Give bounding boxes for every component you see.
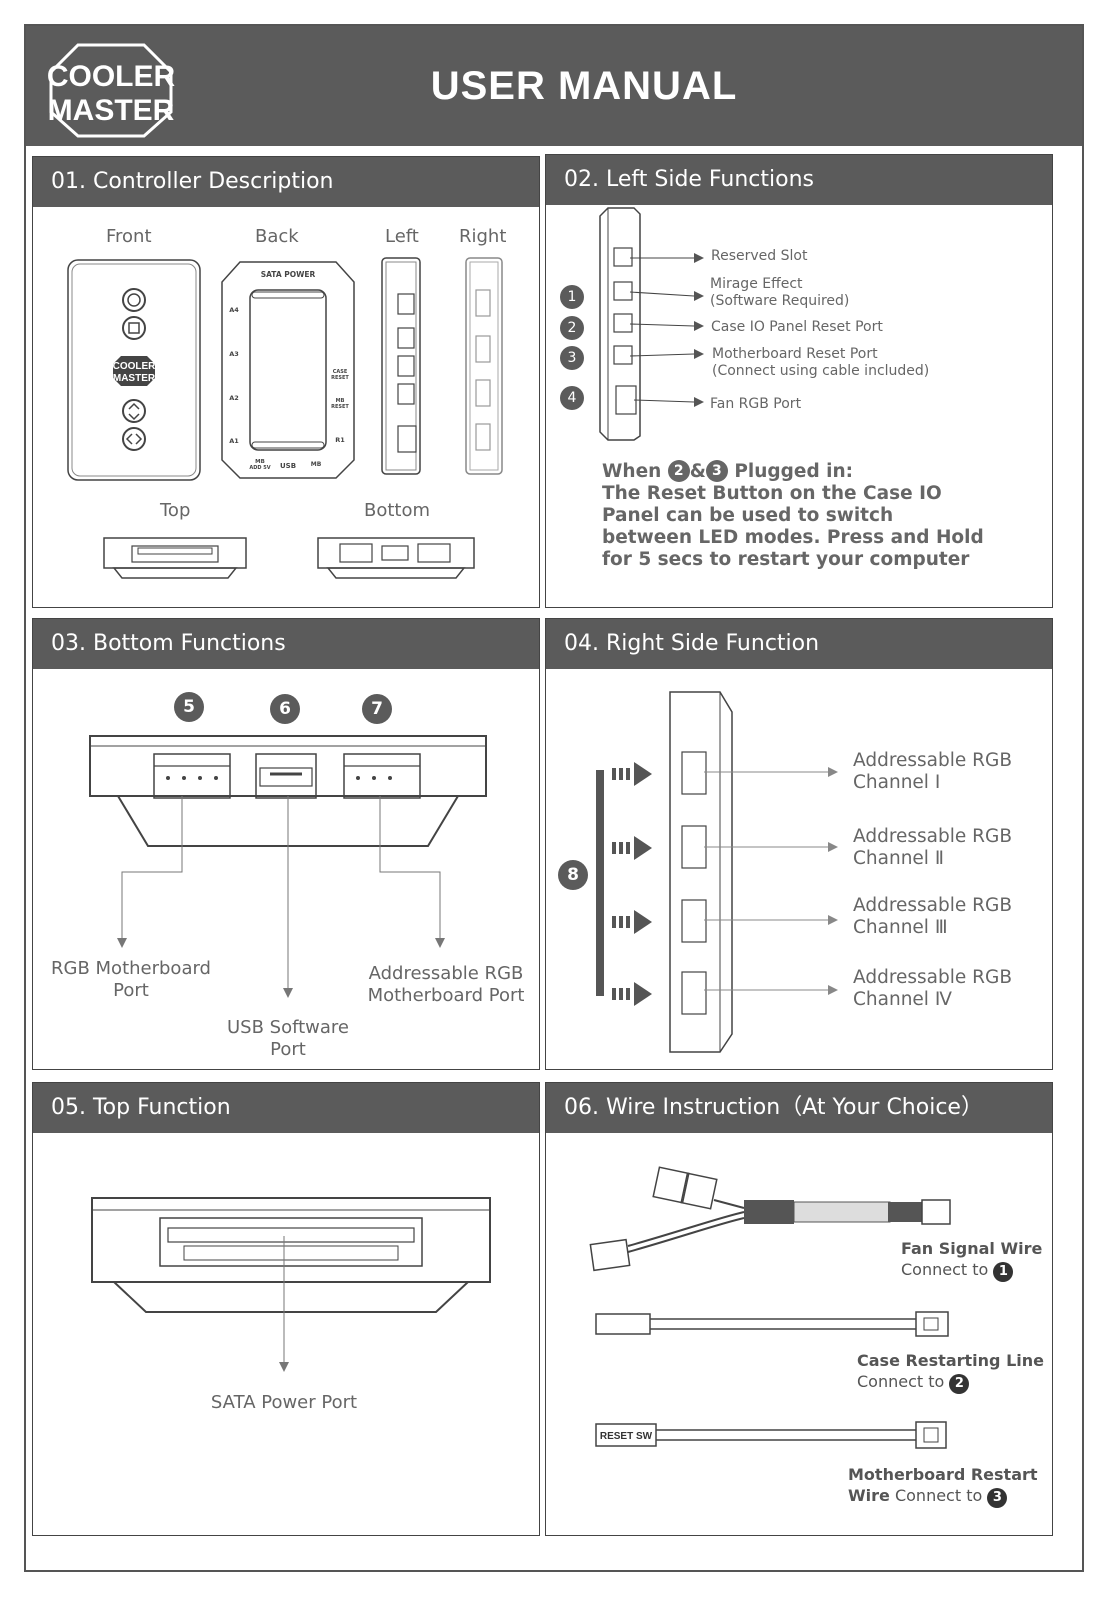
right-view-drawing — [465, 257, 503, 475]
front-logo-line2: MASTER — [113, 373, 156, 384]
page-title: USER MANUAL — [430, 64, 738, 108]
svg-text:MB: MB — [311, 461, 322, 468]
svg-text:A3: A3 — [229, 350, 239, 358]
port-case-io-reset: Case IO Panel Reset Port — [711, 319, 883, 335]
view-right-label: Right — [459, 226, 507, 247]
panel-left-side-functions: 02. Left Side Functions — [545, 154, 1053, 608]
port-fan-rgb: Fan RGB Port — [710, 396, 802, 412]
sata-power-port-label: SATA Power Port — [210, 1392, 358, 1413]
port-mb-reset: Motherboard Reset Port — [712, 346, 878, 362]
left-view-drawing — [381, 257, 421, 475]
top-device-drawing — [91, 1197, 491, 1372]
svg-text:USB: USB — [280, 462, 296, 470]
svg-text:MB: MB — [255, 459, 265, 465]
right-side-device-drawing — [596, 691, 838, 1053]
badge-6: 6 — [270, 694, 300, 724]
badge-1: 1 — [560, 285, 584, 309]
motherboard-restart-wire-drawing: RESET SW — [595, 1421, 947, 1449]
badge-4: 4 — [560, 386, 584, 410]
view-top-label: Top — [160, 500, 191, 521]
fan-signal-wire-drawing — [589, 1166, 951, 1272]
svg-text:A1: A1 — [229, 437, 239, 445]
port-reserved-slot: Reserved Slot — [711, 248, 808, 264]
front-logo-line1: COOLER — [113, 361, 157, 372]
svg-text:A2: A2 — [229, 394, 239, 402]
svg-text:CASE: CASE — [333, 369, 348, 375]
logo-line2: MASTER — [48, 94, 175, 127]
panel-title: 06. Wire Instruction（At Your Choice） — [546, 1083, 1052, 1133]
front-view-drawing: COOLER MASTER — [67, 259, 201, 481]
left-side-device-drawing — [599, 207, 704, 441]
svg-text:R1: R1 — [335, 436, 345, 444]
view-left-label: Left — [385, 226, 419, 247]
top-view-drawing — [103, 537, 247, 579]
panel-title: 05. Top Function — [33, 1083, 539, 1133]
logo-line1: COOLER — [47, 60, 176, 93]
port-mb-reset-note: (Connect using cable included) — [712, 363, 930, 379]
cooler-master-logo: COOLER MASTER — [47, 43, 176, 138]
badge-2: 2 — [560, 316, 584, 340]
svg-text:RESET: RESET — [331, 375, 349, 381]
panel-title: 04. Right Side Function — [546, 619, 1052, 669]
case-restarting-line-label: Case Restarting Line Connect to 2 — [857, 1350, 1044, 1394]
badge-5: 5 — [174, 692, 204, 722]
panel-wire-instruction: 06. Wire Instruction（At Your Choice） — [545, 1082, 1053, 1536]
back-sata-label: SATA POWER — [261, 270, 316, 279]
view-back-label: Back — [255, 226, 299, 247]
header-bar: COOLER MASTER USER MANUAL — [26, 26, 1082, 146]
reset-sw-label: RESET SW — [600, 1431, 653, 1442]
back-view-drawing: SATA POWER A4 A3 A2 A1 CASE RESET MB RES… — [221, 261, 355, 479]
port-mirage-note: (Software Required) — [710, 293, 850, 309]
panel-bottom-functions: 03. Bottom Functions — [32, 618, 540, 1070]
svg-text:RESET: RESET — [331, 404, 349, 410]
reset-button-note: When 2&3 Plugged in: The Reset Button on… — [602, 460, 984, 570]
panel-top-function: 05. Top Function — [32, 1082, 540, 1536]
port-mirage-effect: Mirage Effect — [710, 276, 803, 292]
badge-3: 3 — [560, 346, 584, 370]
panel-title: 01. Controller Description — [33, 157, 539, 207]
view-front-label: Front — [106, 226, 152, 247]
panel-title: 03. Bottom Functions — [33, 619, 539, 669]
fan-signal-wire-label: Fan Signal Wire Connect to 1 — [901, 1238, 1042, 1282]
panel-title: 02. Left Side Functions — [546, 155, 1052, 205]
motherboard-restart-wire-label: Motherboard Restart Wire Connect to 3 — [848, 1464, 1038, 1508]
bottom-view-drawing — [317, 537, 475, 579]
page-border — [24, 24, 1084, 1572]
case-restarting-line-drawing — [595, 1311, 949, 1337]
badge-8: 8 — [558, 860, 588, 890]
svg-text:A4: A4 — [229, 306, 239, 314]
view-bottom-label: Bottom — [364, 500, 431, 521]
svg-text:MB: MB — [336, 398, 345, 404]
badge-7: 7 — [362, 694, 392, 724]
bottom-device-drawing — [89, 735, 487, 998]
panel-controller-description: 01. Controller Description — [32, 156, 540, 608]
svg-text:ADD 5V: ADD 5V — [249, 465, 270, 471]
